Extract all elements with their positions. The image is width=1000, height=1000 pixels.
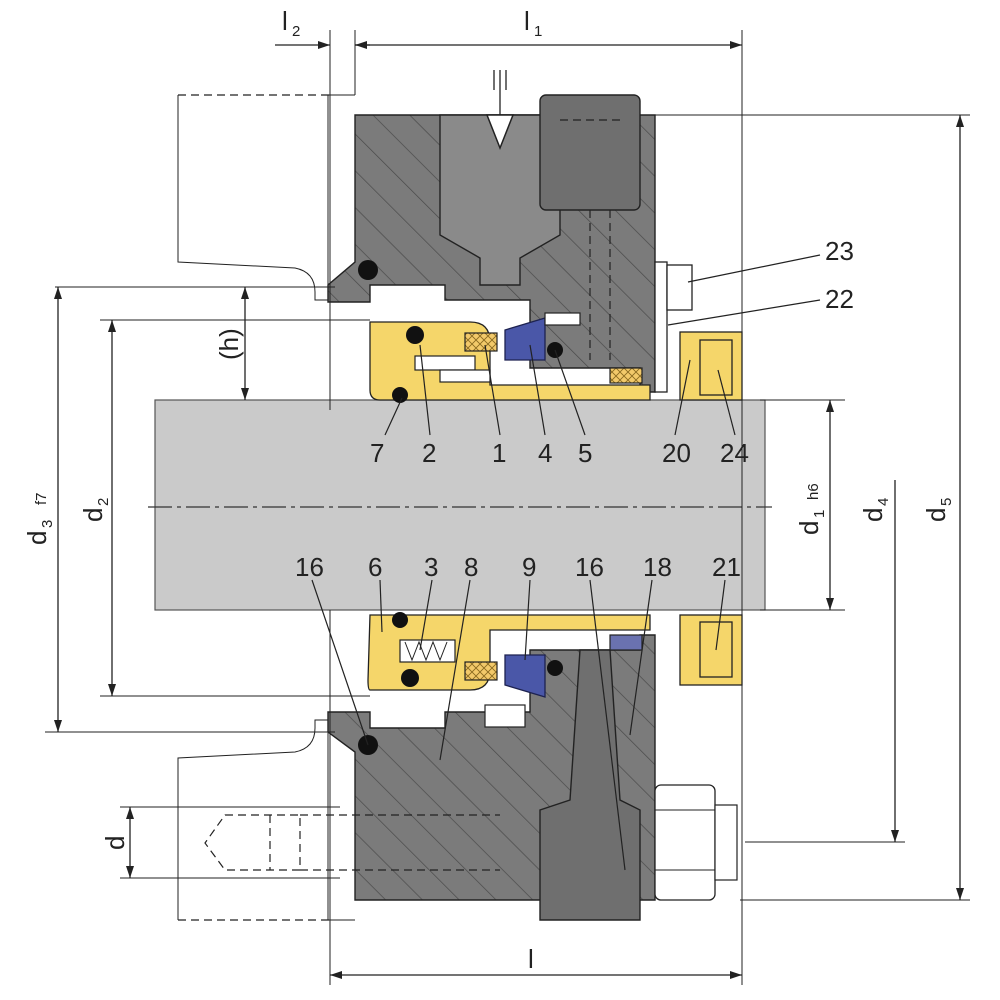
part-label: 5 xyxy=(578,438,592,468)
stud-lower xyxy=(204,814,500,871)
part-label: 6 xyxy=(368,552,382,582)
bolt-upper xyxy=(539,94,641,360)
dim-d3-sub: 3 xyxy=(39,520,56,528)
part-label: 24 xyxy=(720,438,749,468)
dim-d1-tol: h6 xyxy=(805,483,822,500)
dim-d3-tol: f7 xyxy=(33,492,50,505)
collar-upper xyxy=(654,261,743,401)
dim-l2-sub: 2 xyxy=(292,23,300,40)
collar-lower xyxy=(679,614,743,686)
dim-h-text: (h) xyxy=(214,328,244,360)
dim-l1: l 1 xyxy=(355,6,743,985)
sleeve-upper xyxy=(358,260,651,403)
dim-d4-sub: 4 xyxy=(875,498,892,506)
dim-d1-text: d xyxy=(794,521,824,535)
part-label: 20 xyxy=(662,438,691,468)
part-label: 9 xyxy=(522,552,536,582)
dim-d2-sub: 2 xyxy=(95,498,112,506)
dim-d2-text: d xyxy=(78,508,108,522)
part-label: 22 xyxy=(825,284,854,314)
dim-d5-text: d xyxy=(921,508,951,522)
dim-h: (h) xyxy=(55,286,335,400)
dim-d3-text: d xyxy=(22,531,52,545)
part-label: 1 xyxy=(492,438,506,468)
dim-d5-sub: 5 xyxy=(938,498,955,506)
part-labels-lower: 16 6 3 8 9 16 18 21 xyxy=(295,552,741,582)
dim-d4: d 4 xyxy=(745,480,905,843)
dim-l: l xyxy=(329,610,742,985)
dim-d1-sub: 1 xyxy=(811,510,828,518)
dim-d5: d 5 xyxy=(655,114,970,901)
dim-d-text: d xyxy=(100,836,130,850)
dim-d2: d 2 xyxy=(78,319,370,697)
part-labels-upper: 7 2 1 4 5 20 24 xyxy=(370,438,749,468)
bolt-lower xyxy=(539,649,738,921)
sleeve-lower xyxy=(358,612,651,755)
part-label: 16 xyxy=(575,552,604,582)
dim-d3: d 3 f7 xyxy=(22,287,335,733)
leaders xyxy=(311,254,821,871)
dim-l-text: l xyxy=(528,944,534,974)
dim-l1-sub: 1 xyxy=(534,23,542,40)
part-label: 23 xyxy=(825,236,854,266)
dim-d4-text: d xyxy=(858,508,888,522)
part-label: 7 xyxy=(370,438,384,468)
port-upper xyxy=(439,70,561,286)
part-label: 2 xyxy=(422,438,436,468)
part-label: 21 xyxy=(712,552,741,582)
dim-l1-text: l xyxy=(524,6,530,36)
dim-d: d xyxy=(100,806,340,879)
part-label: 3 xyxy=(424,552,438,582)
dim-d1: d 1 h6 xyxy=(760,399,845,611)
shaft xyxy=(148,399,772,611)
part-labels-upper-right: 23 22 xyxy=(825,236,854,314)
part-label: 4 xyxy=(538,438,552,468)
dim-l2-text: l xyxy=(282,6,288,36)
gland-outline xyxy=(177,94,355,921)
part-label: 8 xyxy=(464,552,478,582)
part-label: 18 xyxy=(643,552,672,582)
part-label: 16 xyxy=(295,552,324,582)
